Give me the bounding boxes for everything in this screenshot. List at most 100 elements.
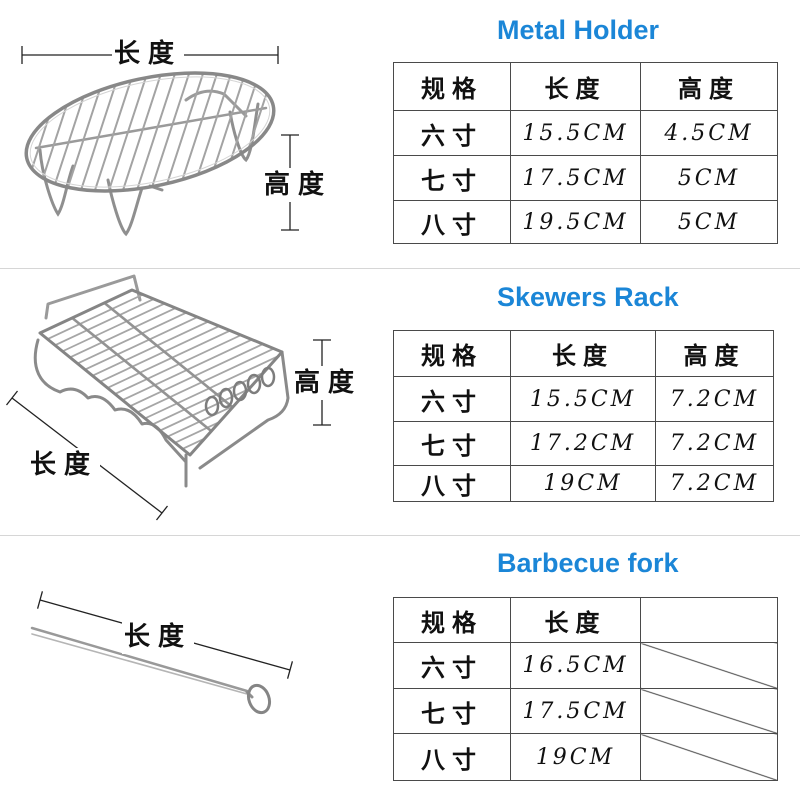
dimension-tick — [5, 390, 19, 406]
length-cell: 19.5CM — [510, 200, 641, 244]
rack-wire — [109, 316, 282, 427]
length-cell: 17.5CM — [510, 155, 641, 201]
height-dimension-label: 高度 — [262, 168, 335, 202]
rack-wire — [40, 290, 251, 353]
skewer-rack-icon — [33, 274, 290, 488]
rack-wire — [193, 54, 257, 210]
dimension-tick — [155, 505, 169, 521]
length-cell: 15.5CM — [510, 110, 641, 156]
rack-rim-highlight — [29, 76, 271, 188]
height-cell: 5CM — [640, 200, 778, 244]
rack-top-handle — [44, 274, 142, 320]
length-cell: 19CM — [510, 465, 656, 502]
section-divider — [0, 535, 800, 536]
rack-wire — [116, 322, 282, 433]
not-applicable-cell — [640, 733, 778, 781]
size-cell: 七寸 — [393, 155, 511, 201]
size-cell: 六寸 — [393, 642, 511, 689]
rack-wire — [16, 54, 75, 210]
height-cell: 7.2CM — [655, 376, 774, 422]
fork-prong — [31, 633, 248, 695]
header-empty — [640, 597, 778, 643]
skewer-ring — [232, 380, 248, 402]
rack-side-frame — [33, 338, 188, 464]
rack-rim — [24, 71, 276, 193]
length-cell: 15.5CM — [510, 376, 656, 422]
rack-leg — [106, 178, 144, 237]
height-cell: 7.2CM — [655, 465, 774, 502]
rack-wire — [40, 290, 266, 366]
skewer-ring — [218, 387, 234, 409]
size-cell: 六寸 — [393, 376, 511, 422]
height-cell: 7.2CM — [655, 421, 774, 466]
rack-wire — [16, 54, 47, 210]
header-spec: 规格 — [393, 330, 511, 377]
section-title: Skewers Rack — [497, 282, 679, 312]
rack-leg — [228, 102, 260, 163]
barbecue-fork-spec-table: 规格 长度 六寸 16.5CM 七寸 17.5CM 八寸 19CM — [393, 597, 778, 781]
table-row: 八寸 19CM 7.2CM — [393, 465, 774, 502]
length-cell: 17.5CM — [510, 688, 641, 734]
table-row: 六寸 15.5CM 7.2CM — [393, 376, 774, 422]
rack-wire — [94, 304, 282, 414]
length-dimension-label: 长度 — [112, 37, 185, 71]
rack-wire — [16, 54, 33, 210]
rack-cross-wire — [55, 304, 254, 455]
table-row: 七寸 17.2CM 7.2CM — [393, 421, 774, 466]
fork-ring-handle — [246, 683, 272, 715]
table-header-row: 规格 长度 — [393, 597, 778, 643]
skewer-ring — [260, 366, 276, 388]
section-title: Barbecue fork — [497, 548, 679, 578]
rack-wire — [40, 290, 259, 360]
rack-wire — [101, 310, 282, 421]
dimension-tick — [36, 591, 44, 609]
rack-support — [34, 106, 268, 150]
header-spec: 规格 — [393, 62, 511, 111]
metal-holder-spec-table: 规格 长度 高度 六寸 15.5CM 4.5CM 七寸 17.5CM 5CM 八… — [393, 62, 778, 244]
height-cell: 5CM — [640, 155, 778, 201]
size-cell: 七寸 — [393, 421, 511, 466]
size-cell: 七寸 — [393, 688, 511, 734]
table-row: 七寸 17.5CM — [393, 688, 778, 734]
skewer-rings — [204, 366, 276, 417]
length-dimension-label: 长度 — [28, 448, 101, 482]
rack-cross-wire — [88, 290, 282, 451]
header-height: 高度 — [655, 330, 774, 377]
section-divider — [0, 268, 800, 269]
rack-wire — [124, 328, 282, 439]
length-dimension-label: 长度 — [122, 620, 195, 654]
fork-prong — [30, 626, 249, 693]
height-dimension-label: 高度 — [292, 366, 365, 400]
size-cell: 八寸 — [393, 200, 511, 244]
rack-wire-grid — [40, 290, 282, 455]
skewer-ring — [204, 395, 220, 417]
size-cell: 六寸 — [393, 110, 511, 156]
table-row: 六寸 16.5CM — [393, 642, 778, 689]
rack-wire — [39, 54, 103, 210]
table-row: 六寸 15.5CM 4.5CM — [393, 110, 778, 156]
not-applicable-cell — [640, 688, 778, 734]
rack-leg — [38, 148, 75, 217]
length-cell: 19CM — [510, 733, 641, 781]
header-height: 高度 — [640, 62, 778, 111]
table-header-row: 规格 长度 高度 — [393, 62, 778, 111]
height-cell: 4.5CM — [640, 110, 778, 156]
not-applicable-cell — [640, 642, 778, 689]
rack-top-frame — [38, 288, 284, 457]
dimension-tick — [286, 661, 294, 679]
dimension-lines-skewer-rack — [5, 339, 331, 521]
table-row: 七寸 17.5CM 5CM — [393, 155, 778, 201]
rack-wire — [49, 290, 281, 378]
rack-wire — [179, 54, 243, 210]
size-cell: 八寸 — [393, 465, 511, 502]
header-length: 长度 — [510, 62, 641, 111]
skewers-rack-spec-table: 规格 长度 高度 六寸 15.5CM 7.2CM 七寸 17.2CM 7.2CM… — [393, 330, 774, 502]
table-header-row: 规格 长度 高度 — [393, 330, 774, 377]
header-length: 长度 — [510, 597, 641, 643]
section-title: Metal Holder — [497, 15, 660, 45]
header-length: 长度 — [510, 330, 656, 377]
skewer-ring — [246, 373, 262, 395]
table-row: 八寸 19.5CM 5CM — [393, 200, 778, 244]
rack-wire — [25, 54, 89, 210]
